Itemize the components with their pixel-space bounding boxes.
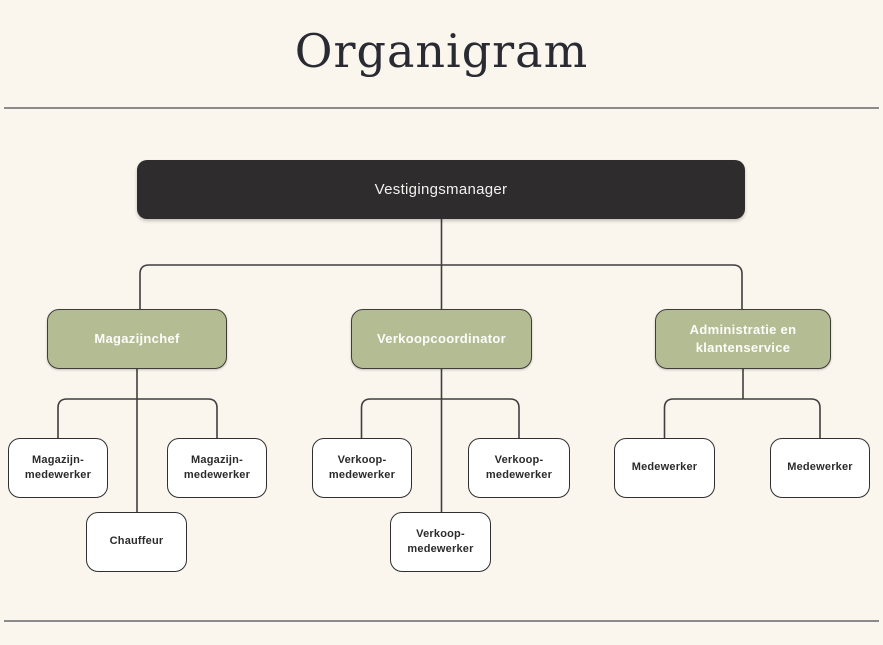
connector-magazijnchef-to-medewerkers	[57, 398, 218, 438]
node-chauffeur: Chauffeur	[86, 512, 187, 572]
node-verkoop-medewerker-3: Verkoop-medewerker	[390, 512, 491, 572]
node-verkoop-medewerker-2: Verkoop-medewerker	[468, 438, 570, 498]
node-magazijn-medewerker-2: Magazijn-medewerker	[167, 438, 267, 498]
page-title: Organigram	[294, 24, 589, 78]
node-administratie-klantenservice: Administratie en klantenservice	[655, 309, 831, 369]
node-medewerker-1: Medewerker	[614, 438, 715, 498]
node-verkoopcoordinator: Verkoopcoordinator	[351, 309, 532, 369]
bottom-divider	[4, 620, 879, 622]
node-magazijnchef: Magazijnchef	[47, 309, 227, 369]
node-medewerker-2: Medewerker	[770, 438, 870, 498]
node-verkoop-medewerker-1: Verkoop-medewerker	[312, 438, 412, 498]
node-vestigingsmanager: Vestigingsmanager	[137, 160, 745, 219]
connector-verkoopcoordinator-to-medewerkers	[360, 398, 520, 438]
connector-root-to-outer-managers	[139, 264, 743, 309]
top-divider	[4, 107, 879, 109]
node-magazijn-medewerker-1: Magazijn-medewerker	[8, 438, 108, 498]
connector-administratie-to-medewerkers	[663, 398, 821, 438]
